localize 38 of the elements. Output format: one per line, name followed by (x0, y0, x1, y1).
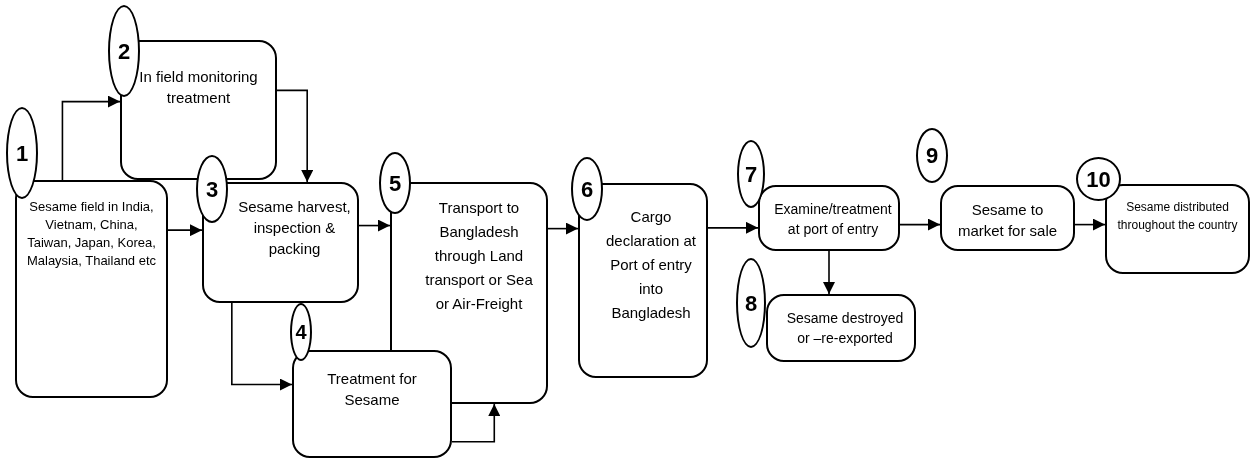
arrow (707, 221, 759, 234)
step-text: Sesame distributed throughout the country (1116, 199, 1239, 234)
step-text: Sesame to market for sale (956, 200, 1059, 241)
step-text: Sesame destroyed or –re-exported (785, 309, 905, 348)
arrow (276, 89, 314, 183)
step-number-oval: 8 (736, 258, 766, 348)
step-text: Treatment for Sesame (326, 369, 418, 410)
process-box (940, 185, 1075, 251)
arrow (1074, 218, 1106, 231)
process-box (15, 180, 168, 398)
arrow (61, 95, 121, 181)
process-box (758, 185, 900, 251)
step-text: In field monitoring treatment (138, 67, 259, 108)
step-number-oval: 4 (290, 303, 312, 361)
arrow (899, 218, 941, 231)
process-box (292, 350, 452, 458)
arrow (823, 250, 835, 295)
process-box (202, 182, 359, 303)
arrow (547, 222, 579, 235)
step-text: Cargo declaration at Port of entry into Bangladesh (604, 207, 698, 323)
step-number-oval: 10 (1076, 157, 1121, 201)
step-number-oval: 7 (737, 140, 765, 208)
arrow (451, 403, 501, 443)
process-box (766, 294, 916, 362)
arrow (167, 224, 203, 237)
step-text: Sesame field in India, Vietnam, China, Taiwan, Japan, Korea, Malaysia, Thailand etc (25, 198, 158, 270)
process-box (120, 40, 277, 180)
arrow (358, 219, 391, 232)
step-number-oval: 5 (379, 152, 411, 214)
step-number-oval: 2 (108, 5, 140, 97)
step-text: Examine/treatment at port of entry (773, 200, 893, 239)
step-text: Transport to Bangladesh through Land transport or Sea or Air-Freight (424, 198, 534, 314)
step-number-oval: 6 (571, 157, 603, 221)
step-number-oval: 1 (6, 107, 38, 199)
process-box (578, 183, 708, 378)
step-number-oval: 9 (916, 128, 948, 183)
arrow (231, 302, 293, 391)
step-text: Sesame harvest, inspection & packing (237, 197, 352, 259)
